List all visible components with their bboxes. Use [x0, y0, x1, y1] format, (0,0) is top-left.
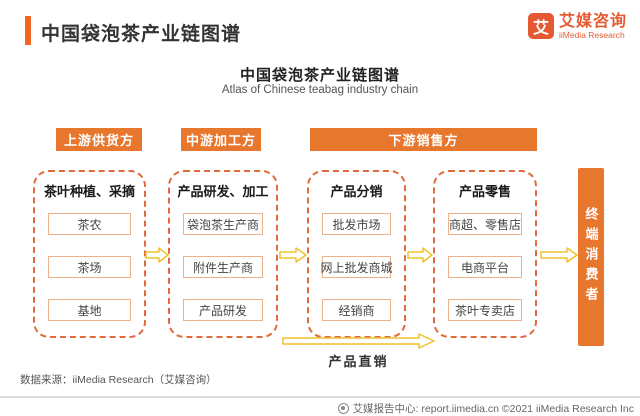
flow-arrow-icon — [407, 247, 433, 263]
node-accessory-manufacturer: 附件生产商 — [183, 256, 263, 278]
node-ecommerce-platform: 电商平台 — [448, 256, 522, 278]
iimedia-badge-icon — [337, 403, 349, 414]
iimedia-logo: 艾 艾媒咨询 iiMedia Research — [528, 13, 627, 40]
data-source-note: 数据来源：iiMedia Research（艾媒咨询） — [20, 374, 217, 386]
column-retail: 产品零售 商超、零售店 电商平台 茶叶专卖店 — [433, 170, 537, 338]
column-rnd-processing: 产品研发、加工 袋泡茶生产商 附件生产商 产品研发 — [168, 170, 278, 338]
logo-name-cn: 艾媒咨询 — [559, 13, 628, 30]
chart-title: 中国袋泡茶产业链图谱 — [239, 67, 400, 84]
column-header: 产品分销 — [330, 184, 383, 199]
direct-sales-label: 产品直销 — [328, 354, 389, 369]
node-dealer: 经销商 — [322, 299, 391, 321]
node-tea-farm: 茶场 — [48, 256, 131, 278]
flow-arrow-icon — [145, 247, 169, 263]
node-supermarket-retail-store: 商超、零售店 — [448, 213, 522, 235]
end-consumer-bar: 终端消费者 — [578, 168, 604, 346]
end-consumer-label: 终端消费者 — [583, 207, 599, 307]
report-center-text: 艾媒报告中心: report.iimedia.cn ©2021 iiMedia … — [352, 403, 634, 415]
node-product-rnd: 产品研发 — [183, 299, 263, 321]
report-center-line: 艾媒报告中心: report.iimedia.cn ©2021 iiMedia … — [337, 401, 634, 416]
column-tea-planting: 茶叶种植、采摘 茶农 茶场 基地 — [33, 170, 146, 338]
title-accent-bar — [25, 16, 31, 45]
flow-arrow-icon — [279, 247, 307, 263]
page-title: 中国袋泡茶产业链图谱 — [41, 24, 242, 45]
node-tea-base: 基地 — [48, 299, 131, 321]
node-tea-farmer: 茶农 — [48, 213, 131, 235]
stage-upstream-label: 上游供货方 — [56, 128, 142, 151]
logo-name-en: iiMedia Research — [559, 30, 625, 40]
column-header: 产品零售 — [458, 184, 511, 199]
stage-downstream-label: 下游销售方 — [310, 128, 537, 151]
direct-sales-arrow-icon — [282, 333, 435, 349]
column-header: 产品研发、加工 — [177, 184, 269, 199]
node-wholesale-market: 批发市场 — [322, 213, 391, 235]
iimedia-logo-icon: 艾 — [528, 13, 554, 39]
node-online-wholesale-mall: 网上批发商城 — [321, 256, 393, 278]
column-distribution: 产品分销 批发市场 网上批发商城 经销商 — [307, 170, 406, 338]
iimedia-logo-text: 艾媒咨询 iiMedia Research — [559, 13, 627, 40]
node-teabag-manufacturer: 袋泡茶生产商 — [183, 213, 263, 235]
stage-midstream-label: 中游加工方 — [181, 128, 261, 151]
flow-arrow-icon — [540, 247, 578, 263]
column-header: 茶叶种植、采摘 — [43, 184, 135, 199]
chart-subtitle: Atlas of Chinese teabag industry chain — [221, 84, 419, 96]
footer-divider — [0, 396, 640, 398]
node-tea-specialty-store: 茶叶专卖店 — [448, 299, 522, 321]
